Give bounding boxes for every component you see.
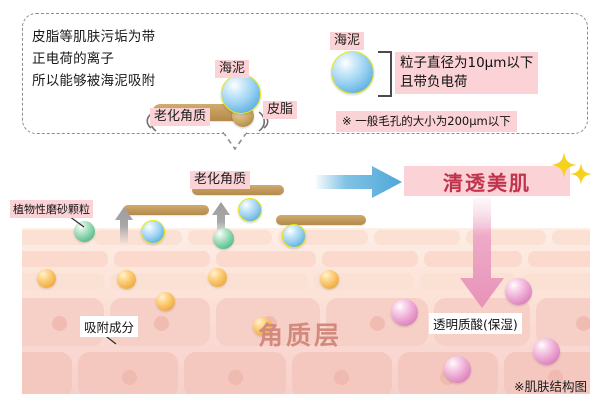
spec-seamud-label: 海泥 — [330, 29, 365, 50]
hyaluronic-sphere-4 — [444, 356, 471, 383]
skin-cross-section — [22, 228, 590, 394]
moisture-arrow-down-icon — [460, 198, 504, 312]
callout-keratin-label-text: 老化角质 — [150, 108, 211, 126]
spec-bracket — [378, 51, 392, 97]
hyaluronic-sphere-1 — [391, 299, 418, 326]
pore-size-note: ※ 一般毛孔的大小为200μm以下 — [336, 111, 517, 132]
result-banner: 清透美肌 — [404, 166, 570, 196]
lift-arrow-left-icon — [114, 207, 134, 243]
adsorb-sphere-2 — [117, 270, 136, 289]
seamud-sphere-1 — [141, 220, 165, 244]
skin-structure-footnote: ※肌肤结构图 — [514, 379, 587, 394]
diagram-keratin-label: 老化角质 — [190, 168, 251, 189]
diagram-keratin-label-text: 老化角质 — [190, 171, 251, 189]
callout-seamud-label: 海泥 — [215, 57, 250, 78]
callout-sebum-label: 皮脂 — [263, 98, 298, 119]
sparkle-large-icon — [551, 152, 577, 178]
sparkle-small-icon — [570, 163, 592, 185]
adsorb-sphere-5 — [156, 292, 175, 311]
spec-seamud-label-text: 海泥 — [330, 32, 365, 50]
keratin-bar-left — [123, 205, 209, 215]
hyaluronic-sphere-3 — [533, 338, 560, 365]
transition-arrow-right-icon — [316, 166, 402, 202]
scrub-particle-label: 植物性磨砂颗粒 — [10, 200, 93, 218]
hyaluronic-sphere-2 — [505, 278, 532, 305]
callout-seamud-sphere — [221, 74, 261, 114]
seamud-sphere-3 — [282, 224, 306, 248]
scrub-particle-2 — [213, 228, 234, 249]
lift-arrow-right-icon — [211, 202, 231, 238]
scrub-particle-1 — [74, 221, 95, 242]
adsorb-component-label: 吸附成分 — [80, 316, 139, 337]
callout-sebum-label-text: 皮脂 — [263, 101, 298, 119]
adsorb-sphere-3 — [208, 268, 227, 287]
result-banner-text: 清透美肌 — [443, 170, 531, 195]
stratum-corneum-title: 角质层 — [258, 321, 343, 350]
adsorb-sphere-4 — [320, 270, 339, 289]
callout-keratin-label: 老化角质 — [150, 105, 211, 126]
spec-seamud-sphere — [331, 51, 374, 94]
callout-seamud-label-text: 海泥 — [215, 60, 250, 78]
callout-tail-pointer — [222, 132, 248, 152]
callout-lead-text: 皮脂等肌肤污垢为带 正电荷的离子 所以能够被海泥吸附 — [32, 29, 156, 89]
keratin-bar-right — [276, 215, 366, 225]
spec-description: 粒子直径为10μm以下 且带负电荷 — [395, 52, 539, 94]
hyaluronic-acid-label: 透明质酸(保湿) — [429, 313, 522, 334]
adsorb-sphere-1 — [37, 269, 56, 288]
keratin-bar-center — [192, 185, 284, 195]
seamud-sphere-2 — [238, 198, 262, 222]
adsorb-sphere-7 — [253, 317, 272, 336]
